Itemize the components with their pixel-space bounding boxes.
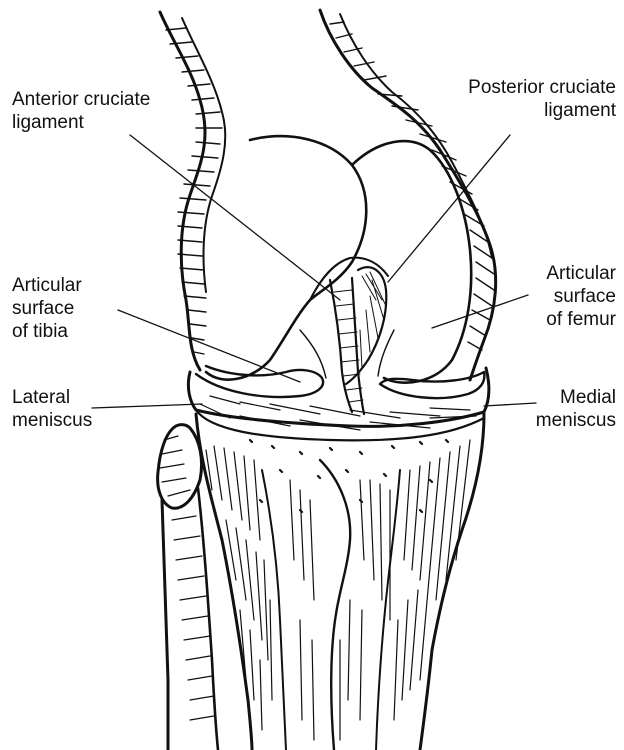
fibula-shaft-left — [162, 500, 168, 750]
label-line: ligament — [468, 99, 616, 122]
label-anterior-cruciate-ligament: Anterior cruciate ligament — [12, 88, 150, 134]
label-line: Articular — [12, 274, 82, 297]
label-line: surface — [546, 285, 616, 308]
leader-lines — [92, 135, 536, 408]
label-line: Articular — [546, 262, 616, 285]
fibula-head — [158, 425, 202, 509]
tibial-plateau — [188, 366, 488, 440]
label-articular-surface-tibia: Articular surface of tibia — [12, 274, 82, 343]
leader-articular-femur — [432, 295, 528, 328]
leader-articular-tibia — [118, 310, 300, 382]
leader-lateral-meniscus — [92, 404, 202, 408]
tibia — [196, 414, 484, 750]
label-lateral-meniscus: Lateral meniscus — [12, 386, 92, 432]
label-line: of tibia — [12, 320, 82, 343]
tibia-stipple — [250, 440, 448, 512]
pcl-fibers — [360, 272, 386, 368]
label-line: Medial — [536, 386, 616, 409]
femur-outer-contour — [160, 10, 496, 380]
label-line: Lateral — [12, 386, 92, 409]
anterior-cruciate-ligament — [330, 278, 364, 414]
label-line: Posterior cruciate — [468, 76, 616, 99]
femur — [160, 10, 496, 383]
label-line: of femur — [546, 308, 616, 331]
label-articular-surface-femur: Articular surface of femur — [546, 262, 616, 331]
leader-anterior-cruciate — [130, 135, 340, 300]
label-line: ligament — [12, 111, 150, 134]
label-medial-meniscus: Medial meniscus — [536, 386, 616, 432]
tibial-tuberosity — [320, 460, 350, 750]
label-line: meniscus — [536, 409, 616, 432]
leader-medial-meniscus — [484, 403, 536, 406]
fibula-shaft-right — [198, 488, 218, 750]
label-line: surface — [12, 297, 82, 320]
label-posterior-cruciate-ligament: Posterior cruciate ligament — [468, 76, 616, 122]
label-line: Anterior cruciate — [12, 88, 150, 111]
label-line: meniscus — [12, 409, 92, 432]
